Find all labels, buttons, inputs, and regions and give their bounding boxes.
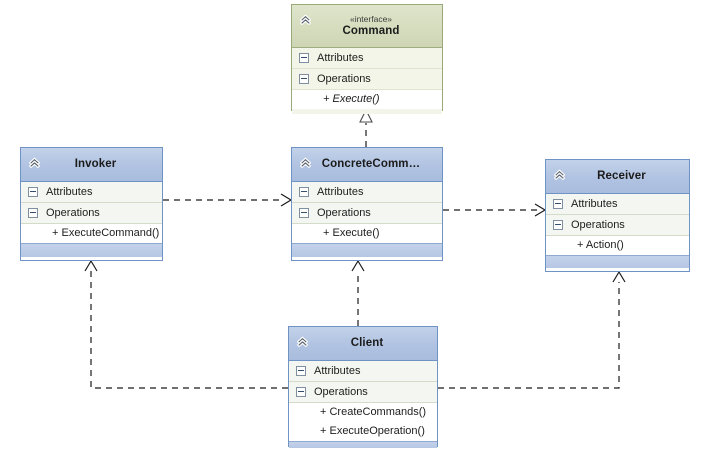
operation-item[interactable]: + ExecuteCommand() [21, 224, 162, 243]
class-header-invoker: Invoker [21, 148, 162, 182]
class-footer-band [546, 255, 689, 268]
collapse-minus-icon[interactable] [28, 187, 38, 197]
collapse-minus-icon[interactable] [299, 74, 309, 84]
operation-item[interactable]: + ExecuteOperation() [289, 422, 437, 441]
collapse-minus-icon[interactable] [553, 220, 563, 230]
attributes-label: Attributes [46, 186, 93, 198]
operations-section-receiver[interactable]: Operations [546, 215, 689, 236]
operation-item[interactable]: + Action() [546, 236, 689, 255]
operations-label: Operations [46, 207, 100, 219]
class-name-client: Client [350, 337, 384, 349]
class-name-concrete-command: ConcreteComm… [321, 158, 421, 170]
connector-realization-concretecommand-command [359, 108, 373, 147]
collapse-chevron-icon[interactable] [551, 165, 568, 182]
collapse-chevron-icon[interactable] [297, 153, 314, 170]
attributes-section-command[interactable]: Attributes [292, 48, 442, 69]
class-footer-band [21, 243, 162, 257]
attributes-section-invoker[interactable]: Attributes [21, 182, 162, 203]
class-name-invoker: Invoker [74, 158, 117, 170]
attributes-section-concrete-command[interactable]: Attributes [292, 182, 442, 203]
operations-section-invoker[interactable]: Operations [21, 203, 162, 224]
attributes-section-receiver[interactable]: Attributes [546, 194, 689, 215]
attributes-section-client[interactable]: Attributes [289, 361, 437, 382]
operation-item[interactable]: + Execute() [292, 224, 442, 243]
connector-dependency-invoker-concretecommand [163, 193, 293, 207]
class-header-client: Client [289, 327, 437, 361]
connector-dependency-client-concretecommand [351, 259, 365, 326]
operation-item[interactable]: + CreateCommands() [289, 403, 437, 422]
attributes-label: Attributes [571, 198, 618, 210]
class-footer-band [289, 441, 437, 448]
collapse-minus-icon[interactable] [299, 53, 309, 63]
class-box-invoker[interactable]: Invoker Attributes Operations + ExecuteC… [20, 147, 163, 261]
class-box-client[interactable]: Client Attributes Operations + CreateCom… [288, 326, 438, 448]
operations-label: Operations [317, 207, 371, 219]
collapse-minus-icon[interactable] [553, 199, 563, 209]
class-box-concrete-command[interactable]: ConcreteComm… Attributes Operations + Ex… [291, 147, 443, 261]
connector-dependency-client-invoker [84, 259, 288, 389]
class-footer-band [292, 243, 442, 257]
class-header-command: «interface» Command [292, 5, 442, 48]
operations-section-concrete-command[interactable]: Operations [292, 203, 442, 224]
collapse-minus-icon[interactable] [296, 366, 306, 376]
class-box-receiver[interactable]: Receiver Attributes Operations + Action(… [545, 159, 690, 272]
collapse-minus-icon[interactable] [299, 208, 309, 218]
connector-dependency-concretecommand-receiver [443, 203, 547, 217]
collapse-chevron-icon[interactable] [297, 10, 314, 27]
class-box-command[interactable]: «interface» Command Attributes Operation… [291, 4, 443, 114]
collapse-minus-icon[interactable] [28, 208, 38, 218]
operation-item[interactable]: + Execute() [292, 90, 442, 109]
operations-label: Operations [314, 386, 368, 398]
collapse-minus-icon[interactable] [299, 187, 309, 197]
collapse-chevron-icon[interactable] [294, 332, 311, 349]
operations-section-command[interactable]: Operations [292, 69, 442, 90]
class-header-receiver: Receiver [546, 160, 689, 194]
class-footer-band [292, 109, 442, 114]
class-stereotype-command: «interface» [349, 14, 393, 24]
attributes-label: Attributes [314, 365, 361, 377]
operations-label: Operations [571, 219, 625, 231]
connector-dependency-client-receiver [438, 270, 626, 389]
attributes-label: Attributes [317, 52, 364, 64]
class-name-receiver: Receiver [597, 170, 646, 182]
class-name-command: Command [342, 25, 400, 37]
class-header-concrete-command: ConcreteComm… [292, 148, 442, 182]
operations-section-client[interactable]: Operations [289, 382, 437, 403]
collapse-chevron-icon[interactable] [26, 153, 43, 170]
operations-label: Operations [317, 73, 371, 85]
collapse-minus-icon[interactable] [296, 387, 306, 397]
attributes-label: Attributes [317, 186, 364, 198]
